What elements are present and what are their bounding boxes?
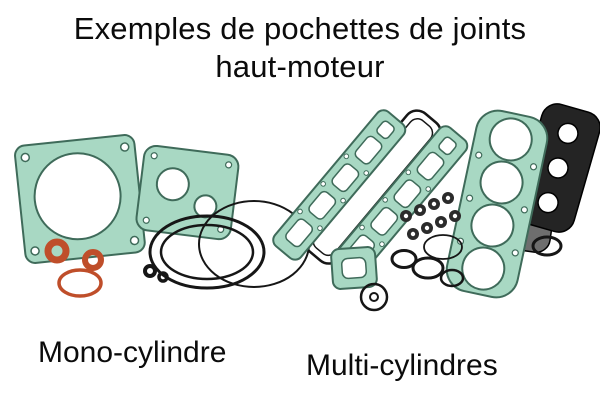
title-line-2: haut-moteur [215,49,385,84]
cylinder-head-gasket [14,134,146,264]
mono-cylinder-kit [14,134,310,298]
multi-cylinder-kit [268,103,600,312]
four-cylinder-head-gasket [445,109,549,299]
valve-stem-seals [400,192,461,240]
title-line-1: Exemples de pochettes de joints [73,11,527,46]
small-dark-ring [531,235,563,257]
orange-seal-rings [44,238,104,298]
o-rings [359,234,465,312]
caption-multi-cylindres: Multi-cylindres [306,349,498,382]
square-gasket [330,246,378,290]
page-title: Exemples de pochettes de joints haut-mot… [0,10,600,86]
caption-mono-cylindre: Mono-cylindre [38,336,227,369]
